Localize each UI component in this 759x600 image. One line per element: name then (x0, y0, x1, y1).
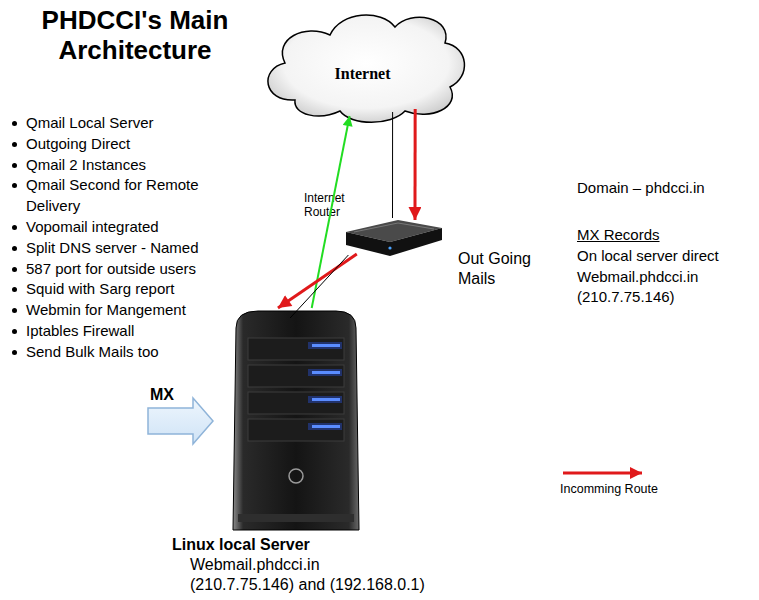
connector-group (414, 109, 415, 220)
server-led (312, 398, 340, 401)
router-body (346, 228, 442, 256)
server-led-glow (308, 342, 342, 349)
feature-item: Qmail Local Server (6, 113, 221, 134)
feature-item: Outgoing Direct (6, 134, 221, 155)
outgoing-note: Out Going Mails (458, 249, 543, 289)
incoming-arrow (413, 109, 416, 220)
router-device: Internet Router (340, 218, 445, 258)
node-shape (228, 308, 363, 533)
connector-group (290, 255, 348, 318)
server-hostname: Webmail.phdcci.in (190, 556, 320, 574)
feature-item: Qmail Second for Remote Delivery (6, 175, 221, 217)
server-body (233, 311, 359, 530)
server-led-glow (308, 369, 342, 376)
server-ip-addresses: (210.7.75.146) and (192.168.0.1) (190, 576, 425, 594)
server-led-glow (308, 423, 342, 430)
feature-list: Qmail Local ServerOutgoing DirectQmail 2… (6, 113, 221, 363)
server-base (238, 514, 354, 522)
server-led (312, 425, 340, 428)
connector-group (392, 112, 393, 218)
router-label: Internet Router (304, 191, 362, 219)
router-led (388, 246, 391, 249)
server-bay (248, 392, 344, 414)
feature-item: Squid with Sarg report (6, 279, 221, 300)
server-led (312, 371, 340, 374)
feature-item: 587 port for outside users (6, 259, 221, 280)
server-bay (248, 419, 344, 441)
feature-item: Iptables Firewall (6, 321, 221, 342)
server-led (312, 344, 340, 347)
feature-item: Webmin for Mangement (6, 300, 221, 321)
server-led-glow (308, 396, 342, 403)
incoming-arrow (278, 254, 357, 308)
feature-item: Vopomail integrated (6, 217, 221, 238)
server-bay (248, 365, 344, 387)
legend-text: Incomming Route (560, 482, 658, 496)
domain-note: Domain – phdcci.in (577, 179, 705, 196)
mx-records-heading: MX Records (577, 226, 660, 243)
link-line (290, 255, 348, 318)
connector-group (278, 254, 357, 308)
router-highlight (354, 223, 434, 232)
feature-item: Send Bulk Mails too (6, 342, 221, 363)
cloud-label: Internet (255, 65, 470, 83)
link-line (392, 112, 393, 218)
node-shape (340, 218, 445, 258)
feature-item: Split DNS server - Named (6, 238, 221, 259)
feature-item: Qmail 2 Instances (6, 155, 221, 176)
mx-block-arrow (148, 398, 213, 444)
diagram-title: PHDCCI's Main Architecture (5, 5, 265, 65)
mx-label: MX (150, 386, 174, 404)
server-logo (289, 469, 303, 483)
linux-server: Linux local ServerWebmail.phdcci.in(210.… (228, 308, 363, 533)
legend-entry: Incomming Route (560, 479, 658, 497)
legend-sample-arrow (563, 472, 642, 475)
server-bay (248, 338, 344, 360)
internet-cloud: Internet (255, 5, 470, 125)
mx-records-note: On local server direct Webmail.phdcci.in… (577, 246, 759, 308)
server-heading: Linux local Server (172, 536, 310, 554)
